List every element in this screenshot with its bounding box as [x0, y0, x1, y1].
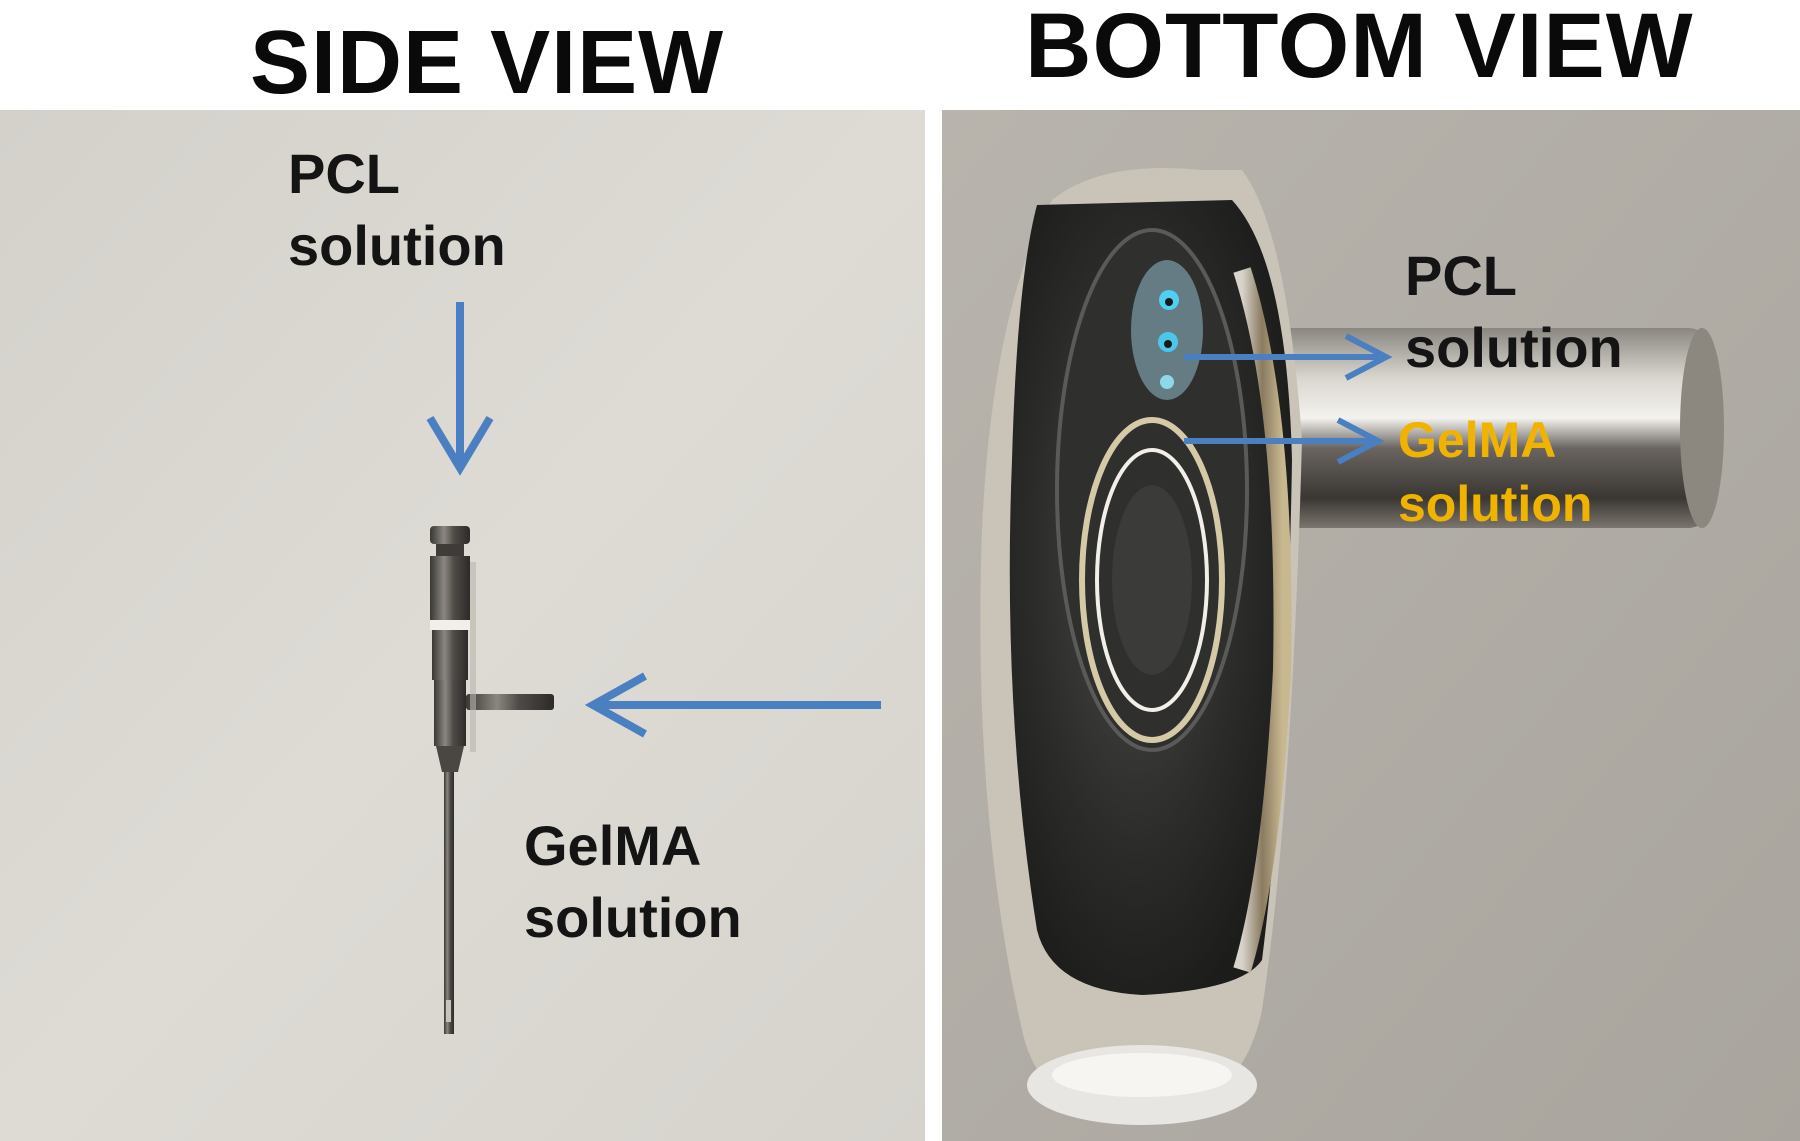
bottom-gelma-line2: solution [1398, 476, 1593, 532]
side-pcl-line2: solution [288, 213, 506, 277]
bottom-gelma-label: GelMA solution [1398, 408, 1592, 536]
side-view-title: SIDE VIEW [250, 13, 725, 113]
side-view-image [0, 110, 925, 1141]
side-gelma-line2: solution [524, 885, 742, 949]
side-pcl-line1: PCL [288, 142, 400, 205]
side-gelma-label: GelMA solution [524, 810, 742, 953]
bottom-gelma-line1: GelMA [1398, 412, 1557, 468]
bottom-view-title: BOTTOM VIEW [1025, 0, 1694, 97]
bottom-pcl-line2: solution [1405, 315, 1623, 379]
side-pcl-label: PCL solution [288, 138, 506, 281]
bottom-view-image [942, 110, 1800, 1141]
side-gelma-arrow [585, 672, 881, 738]
bottom-pcl-label: PCL solution [1405, 240, 1623, 383]
bottom-view-photo [942, 110, 1800, 1141]
side-pcl-arrow [426, 302, 494, 476]
bottom-pcl-arrow [1184, 333, 1393, 381]
bottom-gelma-arrow [1184, 417, 1385, 465]
side-view-photo [0, 110, 925, 1141]
bottom-pcl-line1: PCL [1405, 244, 1517, 307]
side-gelma-line1: GelMA [524, 814, 702, 877]
